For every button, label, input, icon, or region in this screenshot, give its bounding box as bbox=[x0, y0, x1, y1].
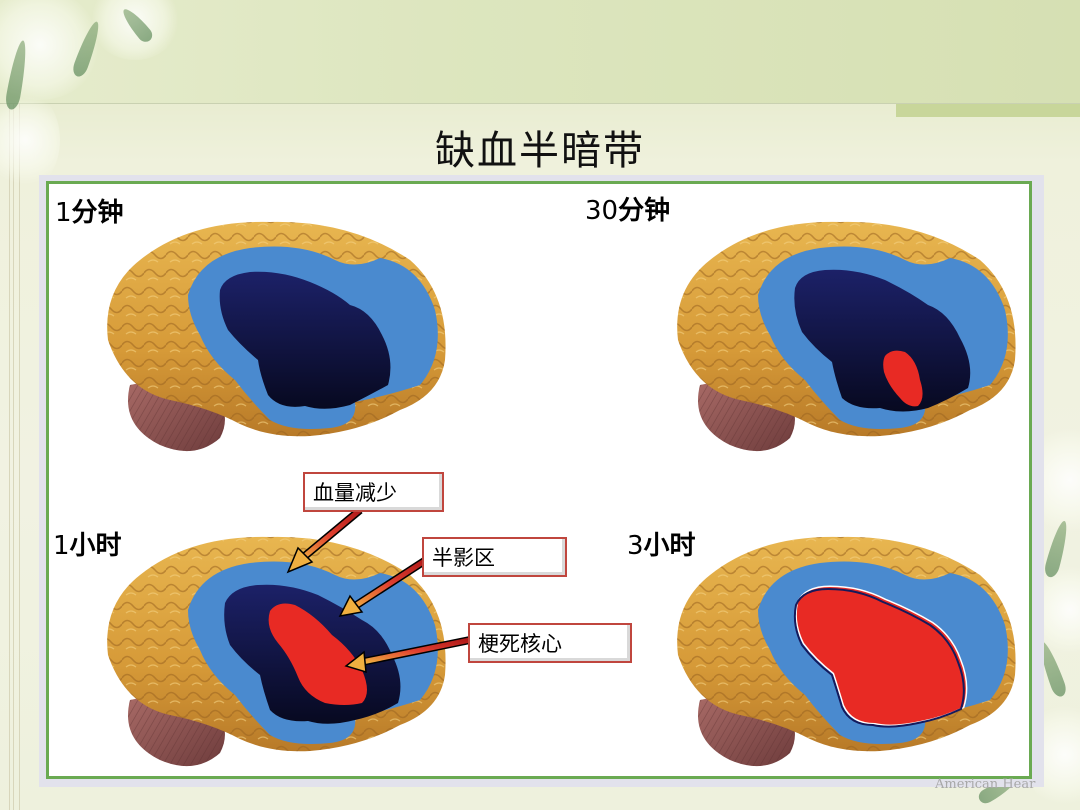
panel-label-3hr: 3小时 bbox=[627, 531, 696, 561]
penumbra-zone bbox=[794, 269, 971, 412]
slide-title: 缺血半暗带 bbox=[435, 128, 645, 174]
arrow-penumbra bbox=[338, 556, 429, 618]
panel-label-30min: 30分钟 bbox=[585, 196, 671, 226]
brain-30min bbox=[677, 221, 1016, 452]
panel-label-1hr: 1小时 bbox=[53, 531, 122, 561]
panel-label-1min: 1分钟 bbox=[55, 198, 124, 228]
margin-rule bbox=[13, 104, 14, 810]
infarct-core bbox=[883, 350, 923, 407]
penumbra-zone bbox=[219, 271, 391, 409]
watermark: American Hear bbox=[935, 777, 1036, 792]
brain-3hr bbox=[677, 536, 1016, 767]
brain-1min bbox=[107, 221, 446, 452]
header-band bbox=[0, 0, 1080, 104]
arrow-reduced-flow bbox=[286, 506, 363, 574]
infarct-core bbox=[268, 603, 367, 705]
brain-1hr bbox=[107, 536, 446, 767]
margin-rule bbox=[9, 104, 10, 810]
callout-reduced-blood-flow: 血量减少 bbox=[303, 472, 444, 512]
arrow-infarct-core bbox=[344, 636, 471, 674]
margin-rule bbox=[19, 104, 20, 810]
callout-penumbra: 半影区 bbox=[422, 537, 567, 577]
accent-bar bbox=[896, 104, 1080, 117]
callout-infarct-core: 梗死核心 bbox=[468, 623, 632, 663]
